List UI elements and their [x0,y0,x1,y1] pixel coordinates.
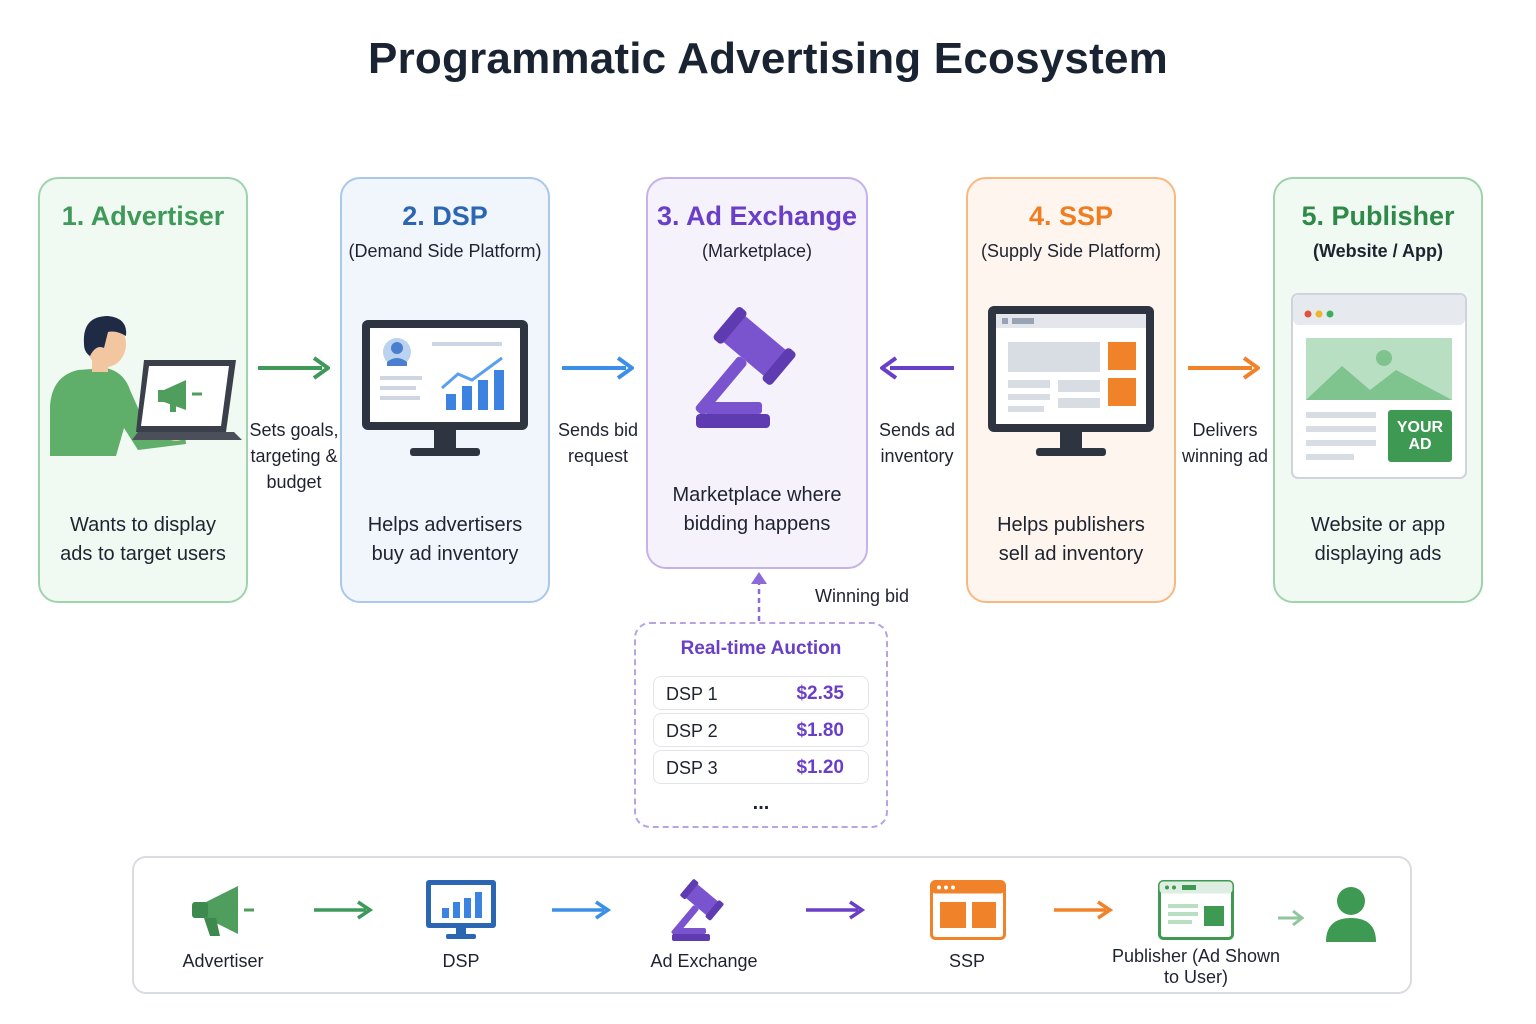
user-icon [1326,887,1376,942]
dsp-description: Helps advertisers buy ad inventory [367,514,523,565]
winning-bid-arrow [751,572,767,624]
ad-badge-background [1388,410,1452,462]
ssp-description: Helps publishers sell ad inventory [997,514,1145,565]
flow-label-dsp: DSP [442,951,480,971]
flow-arrow-4 [1054,900,1114,920]
ssp-title: 4. SSP [1028,201,1114,231]
browser-window-icon [1291,293,1467,479]
ad-exchange-subtitle: (Marketplace) [701,241,813,261]
ssp-subtitle: (Supply Side Platform) [980,241,1162,261]
connector-label-bid-request: Sends bid request [557,420,639,466]
your-ad-badge: YOUR AD [1396,419,1444,453]
connector-label-ad-inventory: Sends ad inventory [878,420,956,466]
page-title: Programmatic Advertising Ecosystem [368,34,1168,83]
person-laptop-megaphone-icon [50,316,242,456]
flow-arrow-5 [1278,909,1305,927]
flow-summary-strip [132,856,1412,994]
auction-row: DSP 1 $2.35 [653,676,869,710]
winning-bid-label: Winning bid [814,586,910,606]
flow-arrow-3 [806,900,866,920]
publisher-title: 5. Publisher [1301,201,1455,231]
megaphone-icon [192,886,254,936]
flow-label-ssp: SSP [948,951,986,971]
flow-label-ad-exchange: Ad Exchange [650,951,758,971]
flow-arrow-1 [314,900,374,920]
browser-blocks-icon [930,880,1006,940]
auction-title: Real-time Auction [680,638,842,659]
monitor-chart-icon [426,880,496,939]
gavel-icon [671,879,724,941]
publisher-subtitle: (Website / App) [1313,241,1443,261]
auction-more-ellipsis: ... [752,792,770,814]
arrow-dsp-to-exchange [562,356,634,380]
flow-label-advertiser: Advertiser [182,951,264,971]
real-time-auction-panel: Real-time Auction DSP 1 $2.35 DSP 2 $1.8… [634,622,888,828]
browser-page-icon [1158,880,1234,940]
dsp-title: 2. DSP [402,201,488,231]
connector-label-winning-ad: Delivers winning ad [1181,420,1269,466]
arrow-advertiser-to-dsp [258,356,330,380]
arrow-ssp-to-exchange [880,356,954,380]
advertiser-description: Wants to display ads to target users [60,514,226,565]
publisher-description: Website or app displaying ads [1310,514,1446,565]
arrow-ssp-to-publisher [1188,356,1260,380]
connector-label-goals: Sets goals, targeting & budget [249,420,339,492]
ad-exchange-card: 3. Ad Exchange (Marketplace) Marketplace… [646,177,868,569]
flow-arrow-2 [552,900,612,920]
flow-label-publisher: Publisher (Ad Shown to User) [1111,946,1281,987]
auction-row: DSP 2 $1.80 [653,713,869,747]
auction-row: DSP 3 $1.20 [653,750,869,784]
analytics-monitor-icon [362,320,528,456]
dsp-subtitle: (Demand Side Platform) [348,241,542,261]
inventory-monitor-icon [988,306,1154,456]
ad-exchange-title: 3. Ad Exchange [656,201,858,231]
gavel-icon [695,307,796,428]
advertiser-title: 1. Advertiser [61,201,225,231]
ad-exchange-description: Marketplace where bidding happens [672,484,842,535]
